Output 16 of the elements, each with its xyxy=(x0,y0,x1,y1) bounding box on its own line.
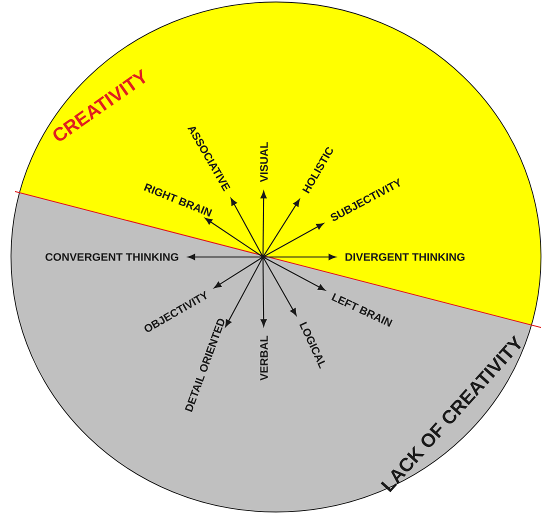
arrow xyxy=(260,191,267,257)
arrow xyxy=(230,198,264,258)
label: DIVERGENT THINKING xyxy=(346,253,464,261)
arrow xyxy=(188,254,263,260)
label: CONVERGENT THINKING xyxy=(46,253,178,261)
arrow xyxy=(262,256,326,291)
arrow xyxy=(262,256,297,316)
label: VISUAL xyxy=(260,142,268,182)
arrow xyxy=(225,256,264,327)
arrow xyxy=(260,256,267,327)
arrow xyxy=(204,218,264,258)
arrow xyxy=(262,199,300,258)
arrow xyxy=(262,223,324,258)
arrow xyxy=(263,254,336,260)
arrow xyxy=(214,256,264,288)
label: VERBAL xyxy=(260,336,268,381)
